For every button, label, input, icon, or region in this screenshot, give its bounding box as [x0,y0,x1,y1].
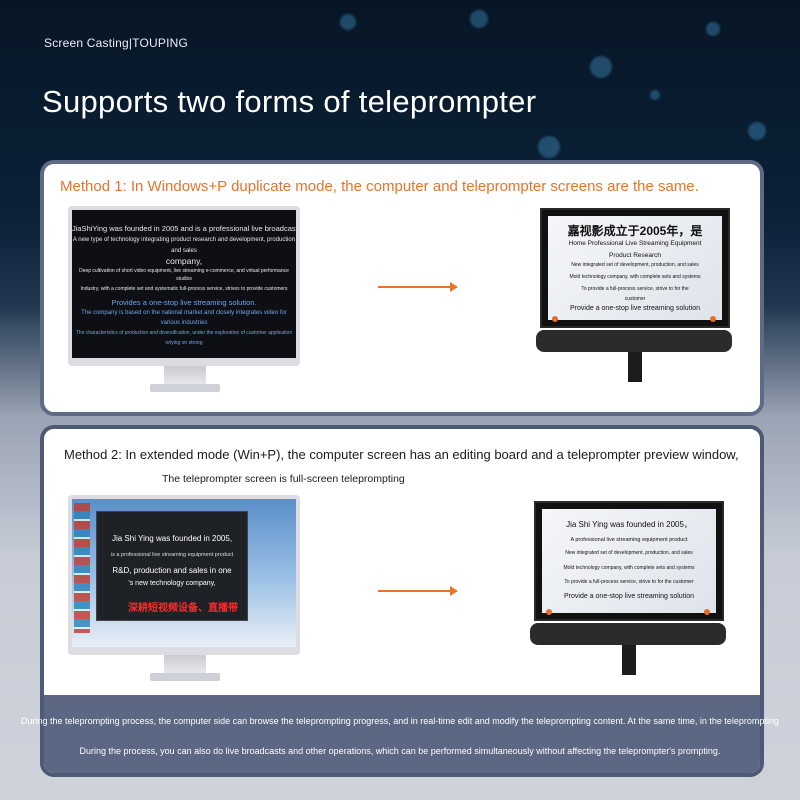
screen-line: Provides a one-stop live streaming solut… [111,298,257,307]
footer-band [44,695,760,773]
prompter-line: To provide a full-process service, striv… [581,286,689,292]
monitor-screen: Jia Shi Ying was founded in 2005, is a p… [72,499,296,647]
screen-line: The characteristics of production and di… [75,330,293,336]
prompter-line: Mold technology company, with complete s… [569,274,701,280]
monitor-bezel: JiaShiYing was founded in 2005 and is a … [68,206,300,366]
editor-line: 's new technology company, [128,580,216,587]
method1-panel: Method 1: In Windows+P duplicate mode, t… [40,160,764,416]
screen-line: various industries [160,320,208,326]
teleprompter-tray [536,330,732,352]
prompter-line: New integrated set of development, produ… [565,550,693,556]
arrow-icon [378,282,458,292]
knob-icon [710,316,716,322]
prompter-line: New integrated set of development, produ… [571,262,699,268]
editor-window: Jia Shi Ying was founded in 2005, is a p… [96,511,248,621]
monitor-screen: JiaShiYing was founded in 2005 and is a … [72,210,296,358]
footer-line-1: During the teleprompting process, the co… [21,716,779,726]
bokeh-light [340,14,356,30]
prompter-line: customer [624,296,646,302]
prompter-line: Jia Shi Ying was founded in 2005， [566,520,692,529]
monitor-neck [164,366,206,386]
knob-icon [552,316,558,322]
monitor-bezel: Jia Shi Ying was founded in 2005, is a p… [68,495,300,655]
prompter-line: Product Research [608,252,662,259]
method2-panel: Method 2: In extended mode (Win+P), the … [40,425,764,777]
prompter-line: Provide a one-stop live streaming soluti… [570,305,700,312]
teleprompter-stand [622,645,636,675]
screen-line: and sales [171,248,197,254]
screen-line: The company is based on the national mar… [81,310,287,316]
footer-line-2: During the process, you can also do live… [79,746,721,756]
screen-line: studios [176,276,192,282]
editor-highlight-line: 深耕短视频设备、直播带 [128,603,238,614]
monitor-neck [164,655,206,675]
bokeh-light [706,22,720,36]
screen-line: Industry, with a complete set and system… [80,286,288,292]
bokeh-light [748,122,766,140]
bokeh-light [538,136,560,158]
method1-title: Method 1: In Windows+P duplicate mode, t… [60,178,699,195]
screen-line: company, [165,256,203,266]
prompter-line: A professional live streaming equipment … [570,537,688,543]
screen-line: A new type of technology integrating pro… [72,237,296,243]
bokeh-light [470,10,488,28]
prompter-line: To provide a full-process service, striv… [564,579,694,585]
knob-icon [546,609,552,615]
prompter-line: Mold technology company, with complete s… [563,565,695,571]
screen-line: relying on strong [165,340,203,346]
editor-line: Jia Shi Ying was founded in 2005, [111,534,233,543]
teleprompter-tray [530,623,726,645]
prompter-line: 嘉视影成立于2005年，是 [567,224,703,238]
desktop-icons [74,503,90,633]
teleprompter-stand [628,352,642,382]
brand-label: Screen Casting|TOUPING [44,36,189,50]
monitor-base [150,673,220,681]
method2-subtitle: The teleprompter screen is full-screen t… [162,473,405,485]
prompter-line: Provide a one-stop live streaming soluti… [564,593,694,600]
teleprompter-glass: Jia Shi Ying was founded in 2005， A prof… [542,509,716,613]
knob-icon [704,609,710,615]
monitor-base [150,384,220,392]
teleprompter-glass: 嘉视影成立于2005年，是 Home Professional Live Str… [548,216,722,320]
method2-title: Method 2: In extended mode (Win+P), the … [64,447,739,462]
teleprompter-hood: Jia Shi Ying was founded in 2005， A prof… [534,501,724,621]
bokeh-light [650,90,660,100]
prompter-line: Home Professional Live Streaming Equipme… [568,240,702,247]
arrow-icon [378,586,458,596]
teleprompter-hood: 嘉视影成立于2005年，是 Home Professional Live Str… [540,208,730,328]
bokeh-light [590,56,612,78]
screen-line: JiaShiYing was founded in 2005 and is a … [72,224,296,233]
editor-line: is a professional live streaming equipme… [110,552,234,558]
editor-line: R&D, production and sales in one [112,566,232,575]
screen-line: Deep cultivation of short video equipmen… [79,268,289,274]
headline: Supports two forms of teleprompter [42,84,537,119]
